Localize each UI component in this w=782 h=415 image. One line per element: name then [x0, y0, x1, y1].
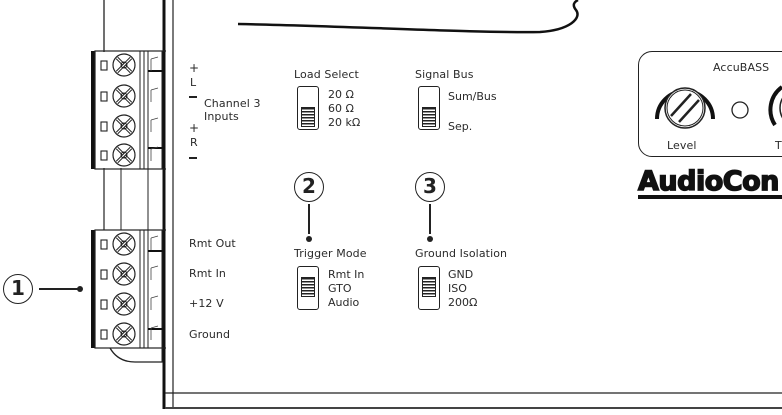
ground-isolation-knob[interactable] — [422, 277, 436, 297]
load-select-switch[interactable] — [297, 86, 319, 130]
level-label: Level — [667, 139, 697, 152]
callout-3: 3 — [415, 172, 445, 202]
terminal-screw[interactable] — [100, 232, 159, 256]
power-terminal-block — [91, 229, 166, 349]
accubass-led-indicator — [731, 101, 749, 119]
level-knob[interactable] — [655, 87, 715, 129]
left-channel-label: L — [190, 76, 197, 89]
callout-2-leader — [308, 204, 310, 234]
terminal-screw[interactable] — [100, 143, 159, 167]
signal-bus-switch[interactable] — [418, 86, 440, 130]
trigger-mode-title: Trigger Mode — [294, 247, 367, 260]
terminal-screw[interactable] — [100, 114, 159, 138]
terminal-screw[interactable] — [100, 262, 159, 286]
trigger-mode-options: Rmt In GTO Audio — [328, 268, 364, 310]
12v-label: +12 V — [189, 297, 224, 310]
load-select-option: 60 Ω — [328, 102, 354, 115]
trigger-mode-option: Rmt In — [328, 268, 365, 281]
load-select-knob[interactable] — [301, 107, 315, 127]
accubass-panel — [638, 51, 782, 157]
right-plus-label: + — [189, 121, 200, 135]
left-minus-mark — [189, 96, 197, 98]
load-select-title: Load Select — [294, 68, 359, 81]
callout-1-leader — [39, 288, 79, 290]
terminal-screw[interactable] — [100, 53, 159, 77]
signal-bus-title: Signal Bus — [415, 68, 474, 81]
signal-bus-option-sep: Sep. — [448, 120, 473, 133]
brand-logo: AudioCon — [637, 165, 780, 198]
terminal-screw[interactable] — [100, 322, 159, 346]
ground-isolation-options: GND ISO 200Ω — [448, 268, 477, 310]
signal-bus-option-sum: Sum/Bus — [448, 90, 497, 103]
trigger-mode-option: Audio — [328, 296, 360, 309]
callout-3-dot — [427, 236, 433, 242]
rmt-in-label: Rmt In — [189, 267, 226, 280]
load-select-option: 20 Ω — [328, 88, 354, 101]
brand-logo-underline — [638, 195, 782, 199]
ground-isolation-switch[interactable] — [418, 266, 440, 310]
channel-3-title-line2: Inputs — [204, 110, 239, 123]
ground-label: Ground — [189, 328, 231, 341]
trigger-mode-knob[interactable] — [301, 277, 315, 297]
rmt-out-label: Rmt Out — [189, 237, 236, 250]
signal-bus-knob[interactable] — [422, 107, 436, 127]
right-minus-mark — [189, 157, 197, 159]
left-plus-label: + — [189, 61, 200, 75]
channel-3-title-line1: Channel 3 — [204, 97, 261, 110]
load-select-options: 20 Ω 60 Ω 20 kΩ — [328, 88, 360, 130]
accubass-title: AccuBASS — [713, 61, 770, 74]
load-select-option: 20 kΩ — [328, 116, 361, 129]
callout-1: 1 — [3, 274, 33, 304]
right-channel-label: R — [190, 136, 198, 149]
ground-isolation-option: ISO — [448, 282, 467, 295]
ground-isolation-option: 200Ω — [448, 296, 478, 309]
callout-3-leader — [429, 204, 431, 234]
second-knob-partial[interactable] — [768, 85, 782, 128]
trigger-mode-option: GTO — [328, 282, 352, 295]
terminal-screw[interactable] — [100, 84, 159, 108]
callout-2-dot — [306, 236, 312, 242]
callout-1-dot — [77, 286, 83, 292]
second-knob-label: T — [775, 139, 782, 152]
callout-2: 2 — [294, 172, 324, 202]
ground-isolation-title: Ground Isolation — [415, 247, 508, 260]
terminal-screw[interactable] — [100, 292, 159, 316]
accubass-controls — [655, 85, 782, 129]
input-terminal-block — [91, 50, 166, 170]
trigger-mode-switch[interactable] — [297, 266, 319, 310]
ground-isolation-option: GND — [448, 268, 474, 281]
